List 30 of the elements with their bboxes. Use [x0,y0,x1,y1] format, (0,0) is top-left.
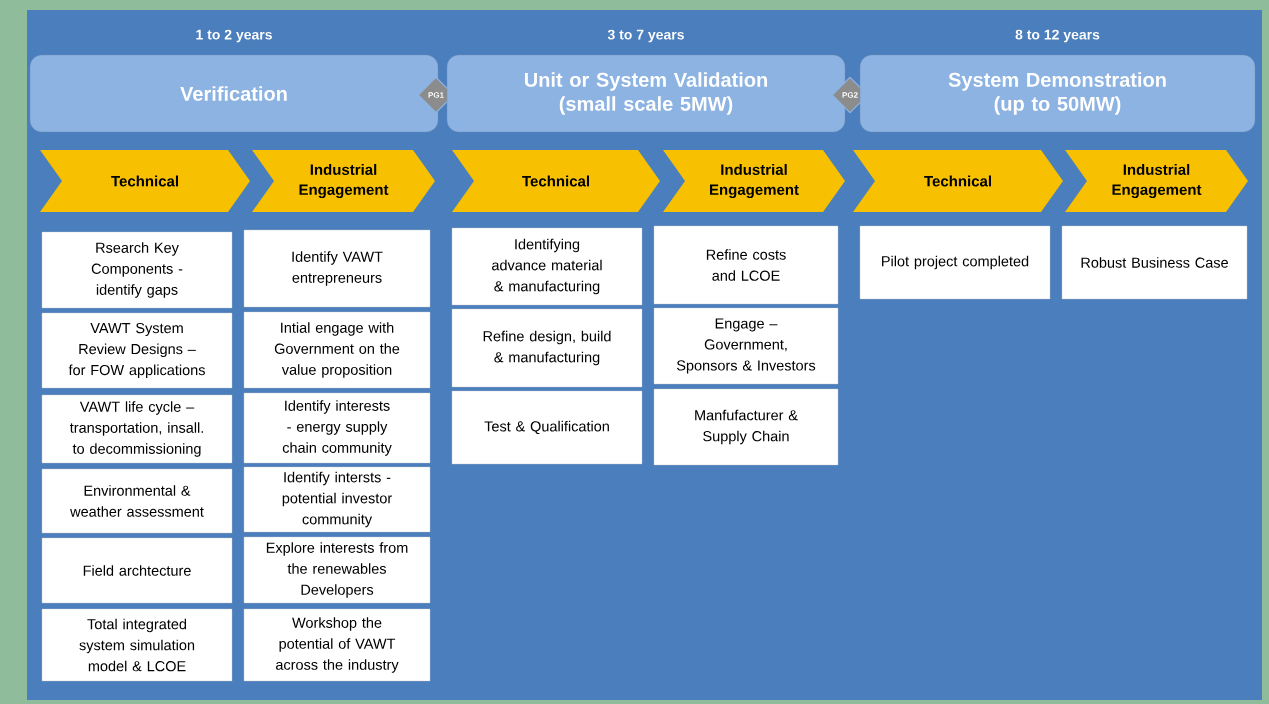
category-banner: Technical [452,150,660,212]
task-box: Identify interests - energy supply chain community [243,392,431,464]
task-box: Identify VAWT entrepreneurs [243,229,431,308]
task-box: VAWT life cycle – transportation, insall. to decommissioning [41,394,233,464]
task-box: Identify intersts - potential investor community [243,466,431,533]
task-box: Refine costs and LCOE [653,225,839,305]
task-box: Pilot project completed [859,225,1051,300]
duration-label: 8 to 12 years [1015,29,1100,43]
duration-label: 1 to 2 years [196,29,272,43]
category-banner: Industrial Engagement [1065,150,1248,212]
task-box: Refine design, build & manufacturing [451,308,643,388]
task-box: Rsearch Key Components - identify gaps [41,231,233,309]
task-box: Engage – Government, Sponsors & Investors [653,307,839,385]
task-box: Field archtecture [41,537,233,604]
task-box: Intial engage with Government on the value proposition [243,311,431,389]
task-box: Test & Qualification [451,390,643,465]
task-box: Workshop the potential of VAWT across the industry [243,608,431,682]
category-banner: Technical [40,150,250,212]
task-box: Explore interests from the renewables Developers [243,536,431,604]
phase-box: System Demonstration (up to 50MW) [859,54,1256,133]
task-box: Environmental & weather assessment [41,468,233,534]
task-box: Manfufacturer & Supply Chain [653,388,839,466]
category-banner: Technical [853,150,1063,212]
task-box: Identifying advance material & manufacturing [451,227,643,306]
category-banner: Industrial Engagement [252,150,435,212]
task-box: Robust Business Case [1061,225,1248,300]
category-banner: Industrial Engagement [663,150,845,212]
task-box: Total integrated system simulation model & LCOE [41,608,233,682]
duration-label: 3 to 7 years [607,29,684,43]
task-box: VAWT System Review Designs – for FOW applications [41,312,233,389]
